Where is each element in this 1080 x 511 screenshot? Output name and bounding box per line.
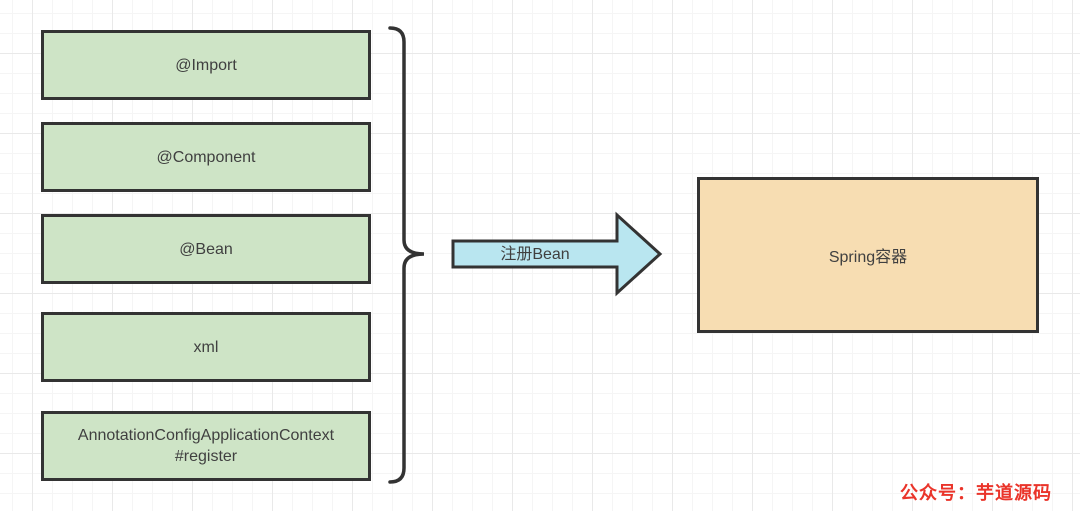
arrow-shape: [451, 211, 663, 297]
source-box-bean: @Bean: [41, 214, 371, 284]
source-box-import: @Import: [41, 30, 371, 100]
source-box-component: @Component: [41, 122, 371, 192]
register-bean-arrow: [451, 211, 663, 297]
curly-brace: [388, 26, 425, 484]
source-box-xml-label: xml: [193, 338, 219, 356]
spring-container-label: Spring容器: [828, 249, 908, 266]
source-box-annotation-context-label: AnnotationConfigApplicationContext: [77, 427, 335, 444]
spring-container-box: Spring容器: [697, 177, 1039, 333]
source-box-bean-label: @Bean: [179, 240, 233, 258]
source-box-xml: xml: [41, 312, 371, 382]
source-box-annotation-context-label2: #register: [174, 448, 238, 465]
source-box-component-label: @Component: [156, 148, 256, 166]
arrow-label: 注册Bean: [500, 246, 570, 263]
source-box-import-label: @Import: [175, 56, 237, 74]
source-box-annotation-context: AnnotationConfigApplicationContext #regi…: [41, 411, 371, 481]
watermark-text: 公众号：芋道源码: [900, 483, 1052, 504]
